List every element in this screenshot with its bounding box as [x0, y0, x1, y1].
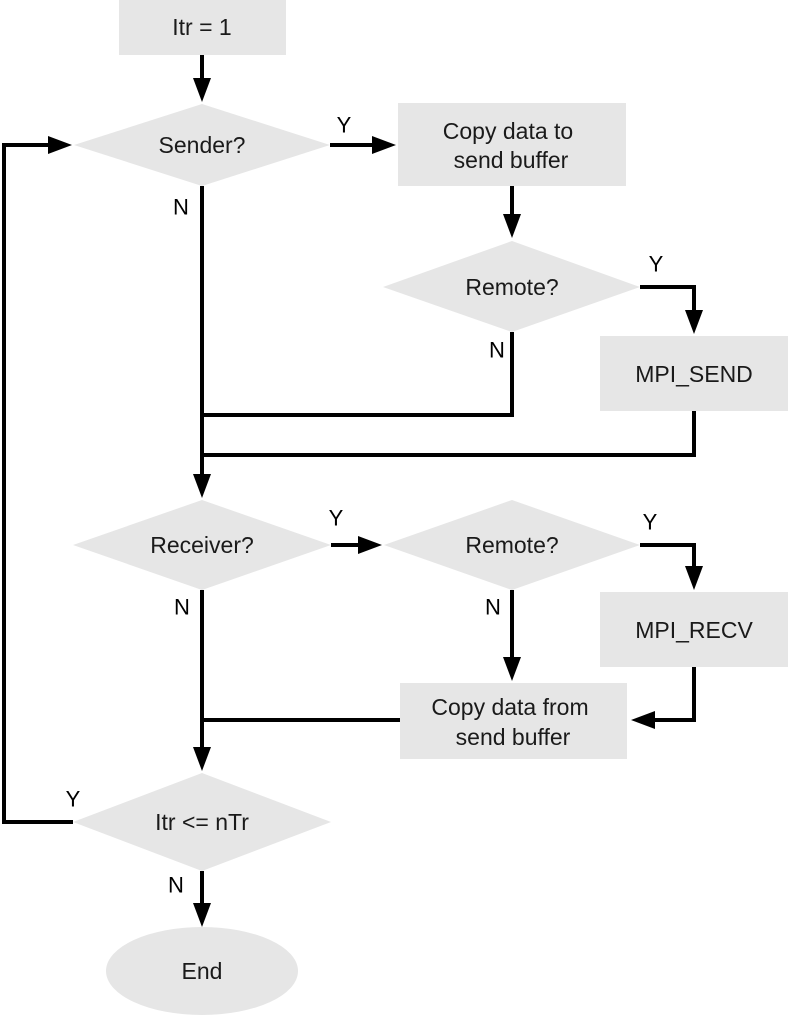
mpi-recv-box — [600, 592, 788, 667]
arrowhead-mpi-recv-copy — [631, 711, 655, 729]
remote-send-yes-label: Y — [649, 252, 664, 277]
arrowhead-receiver-yes — [358, 536, 382, 554]
remote-send-no-label: N — [489, 338, 505, 363]
loop-decision — [73, 773, 331, 871]
copy-to-buffer-box — [398, 103, 626, 186]
receiver-label: Receiver? — [150, 532, 254, 558]
mpi-recv-label: MPI_RECV — [635, 617, 753, 643]
copy-to-buffer-line1: Copy data to — [443, 118, 573, 144]
sender-decision — [74, 104, 330, 186]
connector-loop-yes — [2, 143, 73, 824]
arrowhead-remote-recv-no — [503, 657, 521, 681]
arrowhead-copy-remote — [503, 214, 521, 238]
sender-label: Sender? — [159, 132, 246, 158]
receiver-no-label: N — [174, 595, 190, 620]
init-box — [119, 0, 286, 55]
end-label: End — [182, 958, 223, 984]
connector-remote-recv-yes — [640, 543, 696, 570]
arrowhead-init-sender — [193, 78, 211, 102]
remote-recv-yes-label: Y — [643, 510, 658, 535]
connector-mpi-recv-copy — [651, 667, 696, 722]
remote-send-decision — [383, 241, 640, 332]
connector-remote-send-no — [202, 332, 514, 417]
arrowhead-remote-send-yes — [685, 310, 703, 334]
sender-yes-label: Y — [337, 113, 352, 138]
remote-recv-no-label: N — [485, 595, 501, 620]
arrowhead-sender-yes — [372, 136, 396, 154]
arrowhead-loop — [193, 747, 211, 771]
remote-recv-label: Remote? — [465, 532, 558, 558]
arrowhead-loop-yes — [48, 136, 72, 154]
loop-yes-label: Y — [66, 787, 81, 812]
connector-remote-send-yes — [640, 285, 696, 314]
init-label: Itr = 1 — [172, 14, 231, 40]
receiver-yes-label: Y — [329, 506, 344, 531]
mpi-send-box — [600, 336, 788, 411]
arrowhead-end — [193, 903, 211, 927]
connector-mpi-send-merge — [202, 411, 696, 457]
end-terminal — [106, 927, 298, 1015]
copy-from-buffer-line2: send buffer — [456, 724, 571, 750]
sender-no-label: N — [173, 195, 189, 220]
loop-label: Itr <= nTr — [155, 809, 249, 835]
arrowhead-remote-recv-yes — [685, 566, 703, 590]
mpi-send-label: MPI_SEND — [635, 361, 753, 387]
arrowhead-receiver — [193, 474, 211, 498]
copy-to-buffer-line2: send buffer — [454, 147, 569, 173]
loop-no-label: N — [168, 873, 184, 898]
remote-send-label: Remote? — [465, 274, 558, 300]
copy-from-buffer-line1: Copy data from — [431, 694, 588, 720]
remote-recv-decision — [384, 500, 640, 590]
copy-from-buffer-box — [400, 683, 627, 759]
receiver-decision — [73, 500, 331, 590]
